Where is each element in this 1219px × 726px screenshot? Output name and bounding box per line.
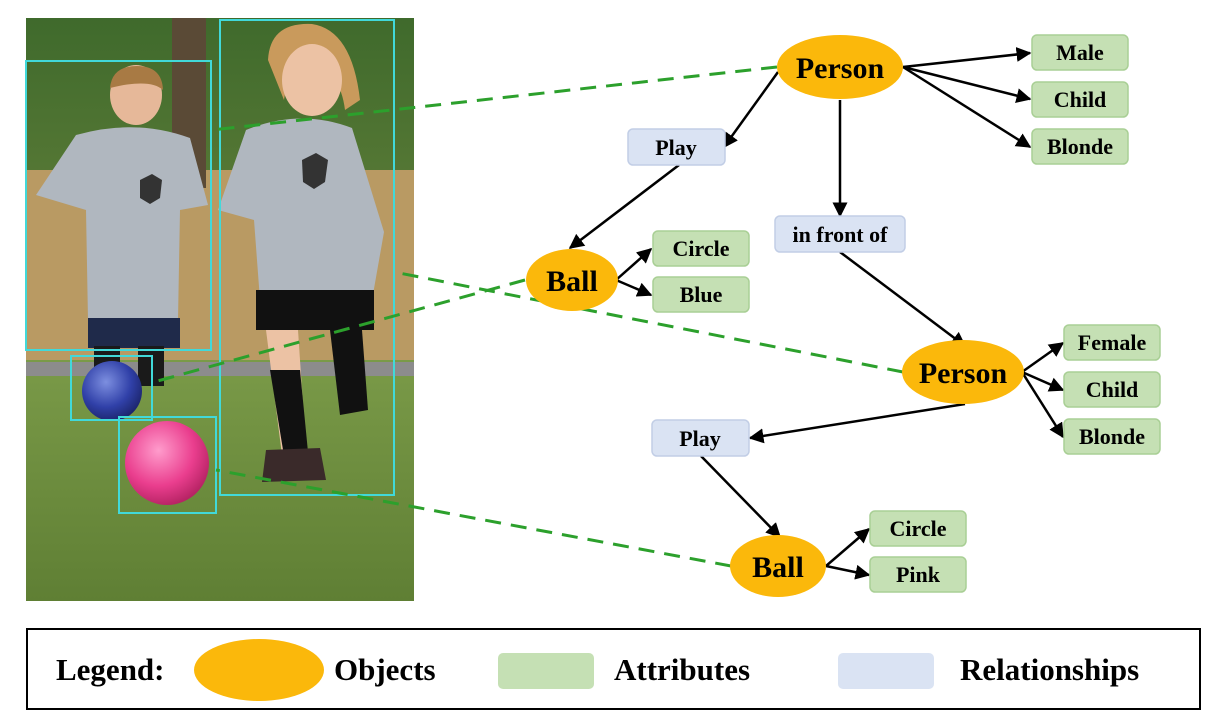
bbox-person-boy: [25, 60, 212, 351]
node-person1: Person: [777, 35, 903, 99]
photo-pink-ball: [125, 421, 209, 505]
node-person2-blonde: Blonde: [1063, 418, 1161, 455]
graph-edges: [568, 47, 1065, 580]
node-ball1-circle: Circle: [652, 230, 750, 267]
node-person1-male-label: Male: [1056, 40, 1104, 65]
node-play2-label: Play: [679, 426, 721, 451]
photo-girl: [218, 23, 384, 482]
edge-ball1-blue: [615, 278, 653, 297]
edge-play-ball1: [568, 164, 680, 249]
node-play1-label: Play: [655, 135, 697, 160]
bounding-boxes: [25, 19, 395, 514]
node-ball2: Ball: [730, 535, 826, 597]
node-play1: Play: [627, 128, 726, 166]
object-nodes: Person Ball Person Ball: [526, 35, 1024, 597]
legend-objects-swatch: [194, 639, 324, 701]
legend-attributes-swatch: [498, 653, 594, 689]
legend-title: Legend:: [56, 652, 165, 687]
link-person1-bbox: [211, 65, 778, 132]
bbox-ball-blue: [70, 355, 153, 421]
node-person2-child-label: Child: [1086, 377, 1139, 402]
edge-person2-child: [1021, 370, 1065, 392]
legend-relationships-swatch: [838, 653, 934, 689]
legend: Legend: Objects Attributes Relationships: [26, 628, 1201, 710]
node-ball2-circle: Circle: [869, 510, 967, 547]
node-person2-label: Person: [919, 357, 1008, 390]
bbox-person-girl: [219, 19, 395, 496]
legend-relationships-label: Relationships: [960, 652, 1140, 687]
edge-play-ball2: [700, 455, 782, 539]
node-person1-child-label: Child: [1054, 87, 1107, 112]
node-person2-child: Child: [1063, 371, 1161, 408]
node-person1-blonde: Blonde: [1031, 128, 1129, 165]
node-ball1: Ball: [526, 249, 618, 311]
node-person1-blonde-label: Blonde: [1047, 134, 1113, 159]
relationship-nodes: Play in front of Play: [627, 128, 906, 457]
edge-person1-play: [722, 71, 780, 149]
edge-person2-play: [748, 402, 966, 444]
link-ball2-bbox: [215, 468, 732, 568]
link-ball1-bbox: [153, 278, 526, 384]
node-ball2-pink: Pink: [869, 556, 967, 593]
node-in-front-of-label: in front of: [793, 222, 889, 247]
link-person2-bbox: [393, 270, 904, 374]
node-ball2-label: Ball: [752, 551, 804, 584]
node-person1-label: Person: [796, 52, 885, 85]
node-play2: Play: [651, 419, 750, 457]
node-person1-child: Child: [1031, 81, 1129, 118]
node-ball2-pink-label: Pink: [896, 562, 941, 587]
edge-person2-blonde: [1020, 371, 1065, 439]
node-person2-female-label: Female: [1078, 330, 1147, 355]
legend-attributes-label: Attributes: [614, 652, 751, 687]
node-person2-blonde-label: Blonde: [1079, 424, 1145, 449]
node-ball1-circle-label: Circle: [672, 236, 729, 261]
edge-person2-female: [1021, 341, 1065, 374]
edge-ball1-circle: [615, 248, 653, 281]
node-person1-male: Male: [1031, 34, 1129, 71]
bbox-ball-pink: [118, 416, 217, 514]
node-person2: Person: [902, 340, 1024, 404]
attribute-nodes: Male Child Blonde Circle Blue Female Chi…: [652, 34, 1161, 593]
edge-person1-child: [902, 65, 1032, 103]
grounding-links: [153, 65, 904, 568]
node-ball1-blue-label: Blue: [680, 282, 723, 307]
edge-person1-male: [902, 47, 1032, 69]
node-ball1-blue: Blue: [652, 276, 750, 313]
edge-ball2-pink: [825, 564, 871, 580]
node-in-front-of: in front of: [774, 215, 906, 253]
edge-infront-person2: [839, 251, 967, 347]
legend-objects-label: Objects: [334, 652, 436, 687]
photo-blue-ball: [82, 361, 142, 421]
node-ball2-circle-label: Circle: [889, 516, 946, 541]
edge-ball2-circle: [825, 528, 871, 567]
edge-person1-blonde: [902, 65, 1032, 149]
node-person2-female: Female: [1063, 324, 1161, 361]
node-ball1-label: Ball: [546, 265, 598, 298]
